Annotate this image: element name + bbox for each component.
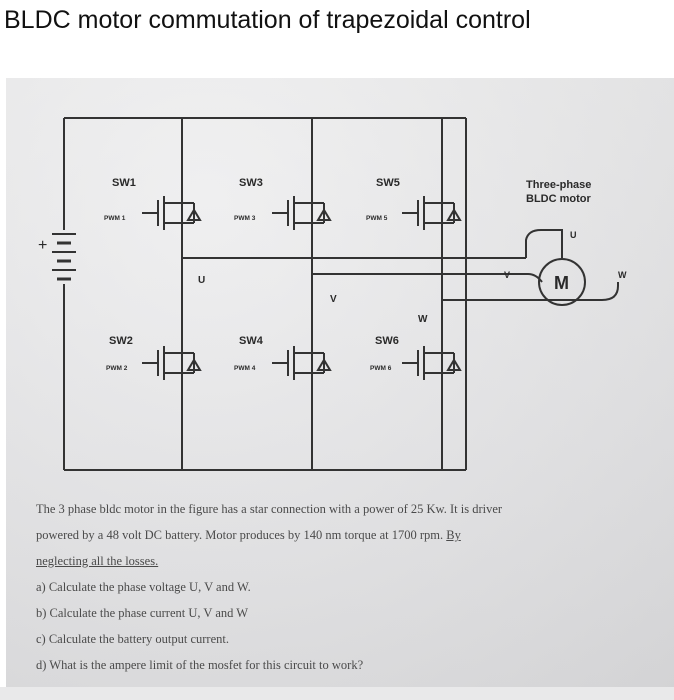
question-part-b: b) Calculate the phase current U, V and … — [36, 606, 249, 620]
phase-label-v: V — [330, 294, 337, 305]
pwm-label-5: PWM 5 — [366, 215, 388, 222]
phase-label-u: U — [198, 275, 205, 286]
question-line-2: powered by a 48 volt DC battery. Motor p… — [36, 522, 636, 548]
photo-shading — [6, 78, 674, 700]
pwm-label-1: PWM 1 — [104, 215, 126, 222]
switch-label-sw6: SW6 — [375, 335, 399, 347]
switch-label-sw4: SW4 — [239, 335, 264, 347]
battery-symbol — [52, 233, 76, 281]
question-line-2-text: powered by a 48 volt DC battery. Motor p… — [36, 528, 447, 542]
pwm-label-3: PWM 3 — [234, 215, 256, 222]
mosfet-sw1-symbol — [142, 196, 202, 230]
switch-label-sw2: SW2 — [109, 335, 133, 347]
motor-circle — [538, 258, 586, 306]
circuit-wires — [63, 117, 619, 471]
bottom-bar — [0, 687, 674, 700]
question-part-a: a) Calculate the phase voltage U, V and … — [36, 580, 251, 594]
motor-terminal-v: V — [504, 270, 510, 280]
question-line-3: neglecting all the losses. — [36, 554, 159, 568]
mosfet-sw4-symbol — [272, 346, 332, 380]
inverter-circuit-diagram: + — [38, 117, 627, 471]
mosfet-sw3-symbol — [272, 196, 332, 230]
motor-terminal-w: W — [618, 270, 627, 280]
motor-terminal-u: U — [570, 230, 577, 240]
mosfet-sw2-symbol — [142, 346, 202, 380]
question-part-d: d) What is the ampere limit of the mosfe… — [36, 658, 364, 672]
question-part-c: c) Calculate the battery output current. — [36, 632, 229, 646]
question-line-2-underlined: By — [446, 528, 461, 542]
question-line-1: The 3 phase bldc motor in the figure has… — [36, 502, 503, 516]
motor-caption-line1: Three-phase — [526, 179, 591, 191]
pwm-label-2: PWM 2 — [106, 365, 128, 372]
motor-caption-line2: BLDC motor — [526, 193, 591, 205]
phase-label-w: W — [418, 314, 428, 325]
mosfet-sw6-symbol — [402, 346, 462, 380]
question-text: The 3 phase bldc motor in the figure has… — [36, 496, 636, 678]
mosfet-sw5-symbol — [402, 196, 462, 230]
battery-plus-sign: + — [38, 237, 47, 254]
switch-label-sw5: SW5 — [376, 177, 400, 189]
circuit-photo: + — [6, 78, 674, 700]
switch-label-sw1: SW1 — [112, 177, 136, 189]
motor-symbol: M — [554, 273, 569, 293]
pwm-label-6: PWM 6 — [370, 365, 392, 372]
page-title: BLDC motor commutation of trapezoidal co… — [4, 6, 531, 34]
pwm-label-4: PWM 4 — [234, 365, 256, 372]
switch-label-sw3: SW3 — [239, 177, 263, 189]
